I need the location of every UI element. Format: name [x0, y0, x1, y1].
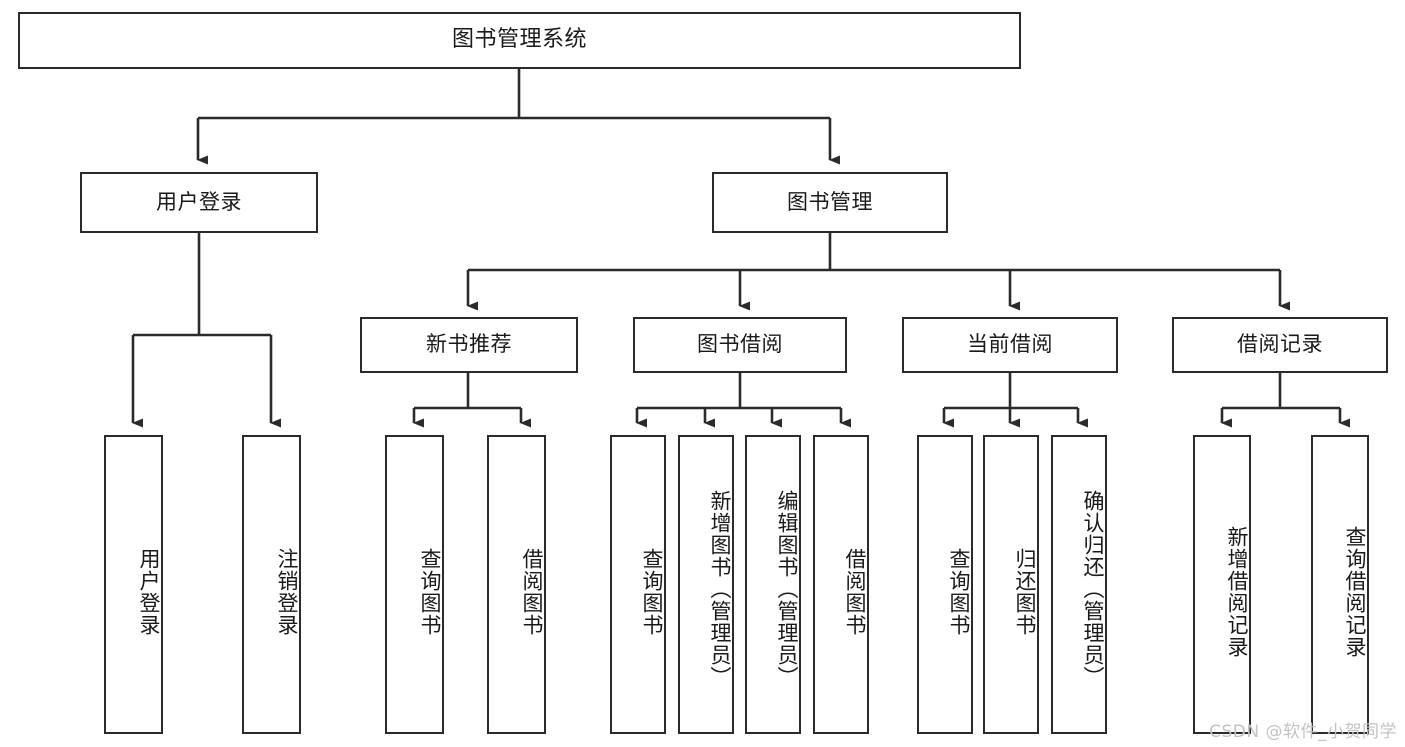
node-new-book-recommend[interactable]: 新书推荐 — [360, 317, 578, 373]
leaf-return-book[interactable]: 归还图书 — [983, 435, 1039, 734]
node-label: 新书推荐 — [426, 332, 512, 357]
csdn-watermark: CSDN @软件_小贺同学 — [1209, 722, 1397, 742]
leaf-confirm-return-admin[interactable]: 确认归还（管理员） — [1051, 435, 1107, 734]
leaf-query-book-borrow[interactable]: 查询图书 — [610, 435, 666, 734]
node-label: 用户登录 — [156, 189, 242, 214]
node-label: 借阅图书 — [520, 547, 544, 636]
node-label: 注销登录 — [275, 547, 299, 636]
node-user-login[interactable]: 用户登录 — [80, 172, 318, 233]
node-current-borrow[interactable]: 当前借阅 — [902, 317, 1118, 373]
leaf-logout-login[interactable]: 注销登录 — [242, 435, 301, 734]
node-label: 查询图书 — [640, 547, 664, 636]
leaf-borrow-book-recommend[interactable]: 借阅图书 — [487, 435, 546, 734]
leaf-edit-book-admin[interactable]: 编辑图书（管理员） — [745, 435, 801, 734]
node-label: 编辑图书（管理员） — [775, 489, 799, 688]
node-label: 查询借阅记录 — [1343, 525, 1367, 658]
leaf-user-login[interactable]: 用户登录 — [104, 435, 163, 734]
leaf-query-book-current[interactable]: 查询图书 — [917, 435, 973, 734]
leaf-add-book-admin[interactable]: 新增图书（管理员） — [678, 435, 734, 734]
node-label: 借阅记录 — [1237, 332, 1323, 357]
leaf-add-borrow-record[interactable]: 新增借阅记录 — [1193, 435, 1251, 734]
node-root-book-management-system[interactable]: 图书管理系统 — [18, 12, 1021, 69]
node-label: 当前借阅 — [967, 332, 1053, 357]
node-book-borrow[interactable]: 图书借阅 — [633, 317, 847, 373]
node-label: 归还图书 — [1013, 547, 1037, 636]
node-borrow-record[interactable]: 借阅记录 — [1172, 317, 1388, 373]
node-label: 用户登录 — [137, 547, 161, 636]
node-label: 借阅图书 — [843, 547, 867, 636]
leaf-query-borrow-record[interactable]: 查询借阅记录 — [1311, 435, 1369, 734]
node-label: 图书管理系统 — [451, 27, 587, 53]
node-book-management[interactable]: 图书管理 — [712, 172, 948, 233]
node-label: 新增借阅记录 — [1225, 525, 1249, 658]
node-label: 查询图书 — [947, 547, 971, 636]
node-label: 查询图书 — [418, 547, 442, 636]
leaf-borrow-book-borrow[interactable]: 借阅图书 — [813, 435, 869, 734]
node-label: 图书借阅 — [697, 332, 783, 357]
leaf-query-book-recommend[interactable]: 查询图书 — [385, 435, 444, 734]
node-label: 新增图书（管理员） — [708, 489, 732, 688]
node-label: 确认归还（管理员） — [1081, 489, 1105, 688]
node-label: 图书管理 — [787, 189, 873, 214]
